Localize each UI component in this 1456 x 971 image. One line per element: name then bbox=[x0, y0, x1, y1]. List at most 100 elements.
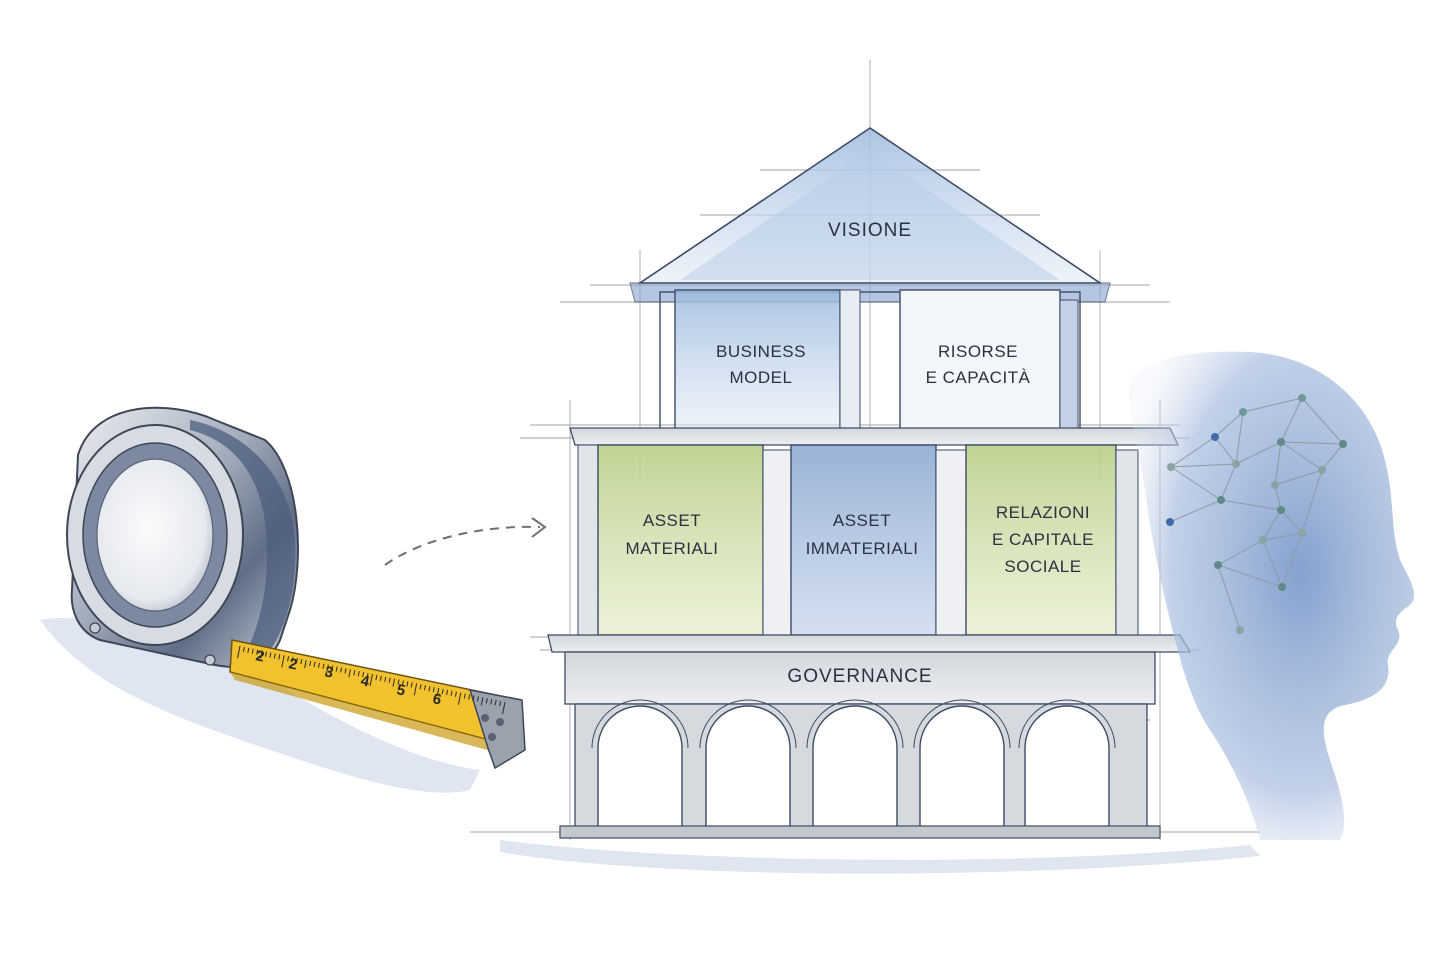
network-link bbox=[1280, 397, 1303, 443]
network-node bbox=[1339, 440, 1347, 448]
room-wall-right bbox=[1115, 449, 1139, 636]
rivet-icon bbox=[481, 714, 489, 722]
asset-immateriali-label-1: ASSET bbox=[833, 511, 891, 530]
asset-materiali-label-1: ASSET bbox=[643, 511, 701, 530]
tape-tick-mark bbox=[463, 693, 466, 699]
network-link bbox=[1281, 532, 1303, 588]
network-link bbox=[1321, 443, 1344, 471]
network-link bbox=[1220, 499, 1282, 511]
relazioni-label-3: SOCIALE bbox=[1004, 557, 1081, 576]
tape-tick-mark bbox=[424, 685, 426, 691]
tape-tick-mark bbox=[309, 660, 312, 667]
upper-slab bbox=[569, 427, 1180, 446]
tape-tick-mark bbox=[379, 675, 382, 681]
risorse-label-2: E CAPACITÀ bbox=[926, 368, 1031, 387]
network-node bbox=[1214, 561, 1222, 569]
network-link bbox=[1170, 436, 1216, 468]
tape-measure-shadow bbox=[40, 618, 480, 793]
room-column bbox=[762, 449, 792, 636]
tape-tick-mark bbox=[450, 690, 453, 696]
network-link bbox=[1170, 463, 1237, 468]
network-node bbox=[1271, 481, 1279, 489]
tape-tick-mark bbox=[485, 698, 488, 704]
network-link bbox=[1274, 484, 1282, 511]
screw-icon bbox=[204, 654, 216, 666]
asset-immateriali-label-2: IMMATERIALI bbox=[806, 539, 919, 558]
network-link bbox=[1217, 539, 1264, 566]
ground-wash bbox=[500, 840, 1260, 874]
tape-tick-mark bbox=[457, 692, 462, 705]
risorse-label-1: RISORSE bbox=[938, 342, 1018, 361]
network-link bbox=[1280, 509, 1303, 534]
network-link bbox=[1280, 441, 1323, 471]
tape-tick-mark bbox=[340, 667, 343, 673]
room-wall-right bbox=[1059, 299, 1079, 431]
network-link bbox=[1280, 441, 1344, 445]
tape-tick-mark bbox=[468, 694, 471, 700]
relazioni-room bbox=[965, 444, 1117, 636]
tape-tick-mark bbox=[362, 672, 365, 678]
arrow-head-icon bbox=[531, 517, 547, 538]
tape-tick-mark bbox=[397, 679, 400, 685]
tape-tick-mark bbox=[432, 686, 435, 693]
tape-tick-mark bbox=[287, 656, 290, 662]
dashed-arrow bbox=[384, 517, 547, 566]
tape-tick-mark bbox=[353, 670, 356, 676]
network-link bbox=[1242, 397, 1303, 413]
network-node bbox=[1277, 506, 1285, 514]
lower-slab bbox=[547, 634, 1192, 653]
network-node bbox=[1232, 460, 1240, 468]
tape-tick-mark bbox=[494, 700, 497, 706]
tape-tick-mark bbox=[401, 680, 404, 686]
tape-tick-mark bbox=[446, 689, 449, 695]
tape-tick-mark bbox=[348, 669, 351, 678]
head-silhouette bbox=[1128, 351, 1415, 840]
tape-tick-label: 2 bbox=[287, 655, 299, 673]
tape-tick-mark bbox=[304, 659, 307, 669]
room-column bbox=[839, 289, 861, 431]
tape-tick-mark bbox=[410, 682, 413, 688]
building: VISIONE BUSINESS MODEL RISORSE E CAPACIT… bbox=[470, 60, 1260, 874]
arch-opening bbox=[919, 705, 1005, 831]
rivet-icon bbox=[488, 733, 496, 741]
network-link bbox=[1262, 532, 1303, 541]
arch-opening bbox=[705, 705, 791, 831]
base-label: GOVERNANCE bbox=[787, 666, 932, 687]
arch-ring bbox=[806, 699, 904, 749]
tape-tick-mark bbox=[454, 691, 457, 697]
tape-tick-mark bbox=[502, 701, 506, 715]
room-wall-left bbox=[577, 444, 599, 636]
relazioni-label-1: RELAZIONI bbox=[996, 503, 1090, 522]
network-link bbox=[1274, 441, 1282, 486]
tape-tick-mark bbox=[388, 677, 391, 683]
tape-tick-mark bbox=[256, 649, 259, 655]
tape-tick-mark bbox=[281, 655, 285, 668]
tape-tick-mark bbox=[259, 650, 263, 659]
tape-hook bbox=[468, 689, 526, 770]
network-link bbox=[1274, 469, 1323, 486]
network-link bbox=[1217, 564, 1283, 588]
tape-tick-mark bbox=[472, 695, 475, 701]
tape-tick-mark bbox=[237, 645, 241, 659]
relazioni-label-2: E CAPITALE bbox=[992, 530, 1094, 549]
arch-ring bbox=[591, 699, 689, 749]
roof-inner bbox=[680, 150, 1060, 280]
base-entablature bbox=[564, 651, 1156, 705]
network-node bbox=[1236, 626, 1244, 634]
network-link bbox=[1169, 499, 1222, 523]
tape-tick-mark bbox=[477, 696, 479, 702]
tape-tick-mark bbox=[242, 646, 245, 653]
tape-tick-mark bbox=[480, 697, 484, 706]
network-node bbox=[1167, 463, 1175, 471]
middle-floor: ASSET MATERIALI ASSET IMMATERIALI RELAZI… bbox=[577, 444, 1139, 636]
tape-tick-mark bbox=[357, 671, 360, 677]
network-link bbox=[1301, 469, 1323, 534]
network-link bbox=[1262, 509, 1282, 541]
tape-tick-mark bbox=[325, 664, 329, 677]
tape-tick-mark bbox=[375, 674, 378, 681]
network-node bbox=[1278, 583, 1286, 591]
tape-tick-mark bbox=[291, 657, 294, 663]
network-link bbox=[1214, 411, 1244, 438]
tape-measure: 2 2 3 4 5 6 bbox=[40, 406, 526, 793]
